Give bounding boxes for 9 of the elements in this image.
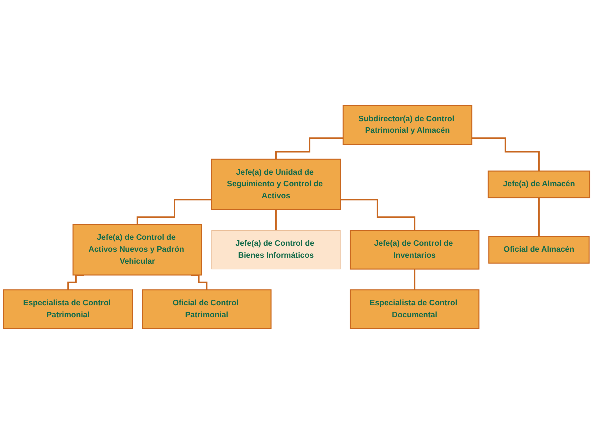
connector (538, 196, 540, 238)
connector (340, 198, 416, 232)
connector (191, 274, 208, 290)
connector (414, 268, 416, 290)
connector (275, 137, 344, 160)
connector (68, 274, 84, 290)
connector (275, 208, 277, 232)
connector (136, 198, 212, 226)
connector (472, 137, 540, 172)
